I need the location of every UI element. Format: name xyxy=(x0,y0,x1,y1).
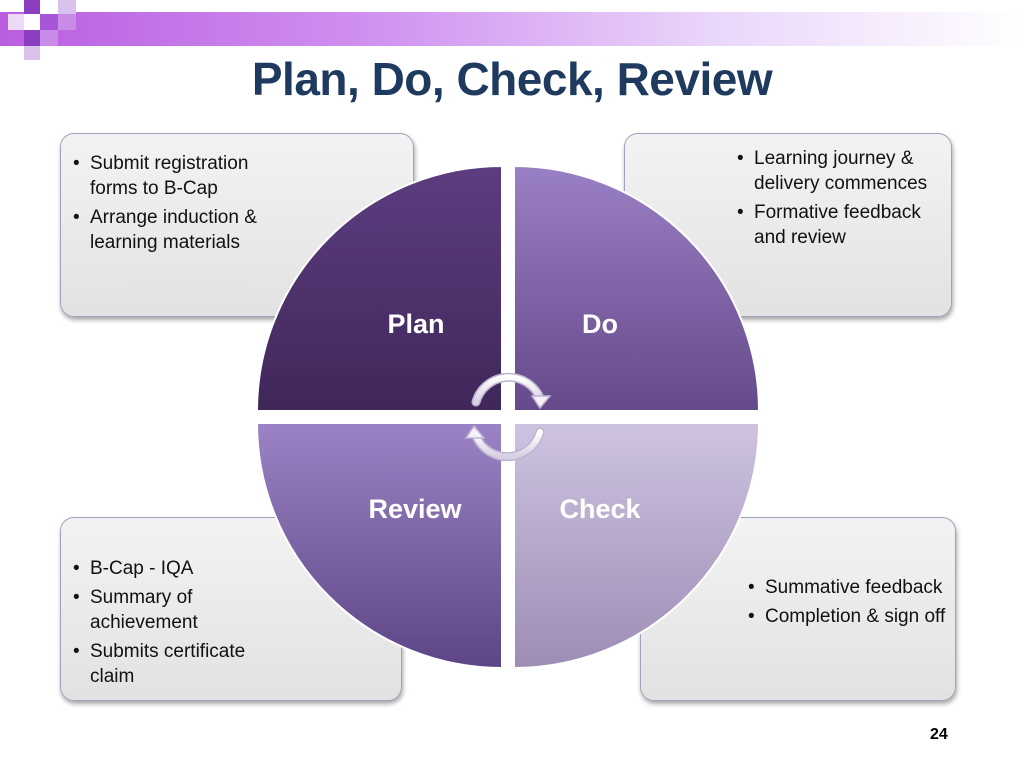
review-label: Review xyxy=(368,494,462,524)
do-bullet-1: Learning journey & delivery commences xyxy=(735,146,940,196)
plan-quadrant xyxy=(255,164,503,412)
slide-title: Plan, Do, Check, Review xyxy=(251,53,773,105)
check-bullet-2: Completion & sign off xyxy=(746,604,946,629)
do-label: Do xyxy=(582,309,618,339)
header-gradient-band xyxy=(0,12,1024,46)
check-bullet-list: Summative feedback Completion & sign off xyxy=(746,575,946,633)
do-quadrant xyxy=(513,164,761,412)
review-bullet-1: B-Cap - IQA xyxy=(71,556,291,581)
review-bullet-list: B-Cap - IQA Summary of achievement Submi… xyxy=(71,556,291,693)
plan-bullet-2: Arrange induction & learning materials xyxy=(71,205,291,255)
circular-arrows-icon xyxy=(464,372,552,462)
plan-label: Plan xyxy=(387,309,444,339)
check-bullet-1: Summative feedback xyxy=(746,575,946,600)
review-bullet-2: Summary of achievement xyxy=(71,585,291,635)
plan-bullet-1: Submit registration forms to B-Cap xyxy=(71,151,291,201)
review-bullet-3: Submits certificate claim xyxy=(71,639,291,689)
check-quadrant xyxy=(513,422,761,670)
check-label: Check xyxy=(559,494,641,524)
do-bullet-list: Learning journey & delivery commences Fo… xyxy=(735,146,940,254)
page-number: 24 xyxy=(930,726,948,743)
do-bullet-2: Formative feedback and review xyxy=(735,200,940,250)
plan-bullet-list: Submit registration forms to B-Cap Arran… xyxy=(71,151,291,259)
review-quadrant xyxy=(255,422,503,670)
